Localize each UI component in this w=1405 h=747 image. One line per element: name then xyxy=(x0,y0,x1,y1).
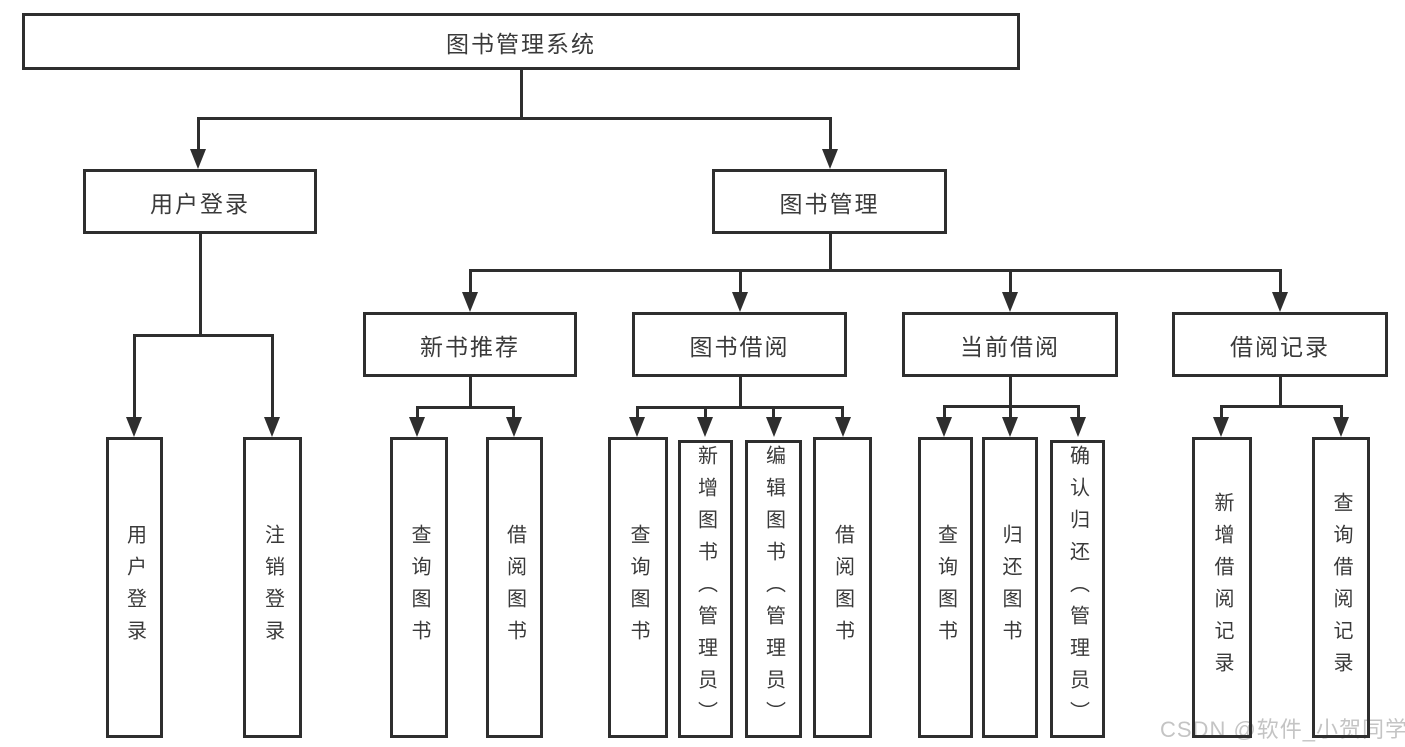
node-book-management: 图书管理 xyxy=(712,169,947,234)
connector-line xyxy=(739,377,742,408)
connector-line xyxy=(1220,405,1223,418)
arrow-down-icon xyxy=(936,417,952,437)
connector-line xyxy=(469,269,472,293)
connector-line xyxy=(636,406,639,418)
arrow-down-icon xyxy=(1002,292,1018,312)
connector-line xyxy=(133,334,274,337)
node-book-borrowing: 图书借阅 xyxy=(632,312,847,377)
arrow-down-icon xyxy=(732,292,748,312)
node-label: 归还图书 xyxy=(999,523,1021,652)
node-current-borrowing: 当前借阅 xyxy=(902,312,1118,377)
leaf-query-books-borrow: 查询图书 xyxy=(608,437,668,738)
connector-line xyxy=(636,406,844,409)
node-user-login-module: 用户登录 xyxy=(83,169,317,234)
leaf-edit-books-admin: 编辑图书（管理员） xyxy=(745,440,802,738)
connector-line xyxy=(416,406,419,418)
connector-line xyxy=(1077,405,1080,418)
arrow-down-icon xyxy=(1272,292,1288,312)
connector-line xyxy=(1279,377,1282,407)
arrow-down-icon xyxy=(264,417,280,437)
connector-line xyxy=(772,406,775,418)
node-label: 新增借阅记录 xyxy=(1211,491,1233,684)
node-label: 查询图书 xyxy=(408,523,430,652)
connector-line xyxy=(1009,405,1012,418)
connector-line xyxy=(416,406,515,409)
arrow-down-icon xyxy=(697,417,713,437)
node-borrowing-records: 借阅记录 xyxy=(1172,312,1388,377)
leaf-logout: 注销登录 xyxy=(243,437,302,738)
leaf-query-borrow-record: 查询借阅记录 xyxy=(1312,437,1370,738)
connector-line xyxy=(133,334,136,418)
node-label: 图书管理 xyxy=(779,190,880,217)
connector-line xyxy=(829,234,832,272)
arrow-down-icon xyxy=(1333,417,1349,437)
connector-line xyxy=(520,69,523,119)
connector-line xyxy=(1279,269,1282,293)
leaf-confirm-return-admin: 确认归还（管理员） xyxy=(1050,440,1105,738)
node-new-book-recommendation: 新书推荐 xyxy=(363,312,577,377)
arrow-down-icon xyxy=(822,149,838,169)
node-label: 查询借阅记录 xyxy=(1330,491,1352,684)
node-label: 确认归还（管理员） xyxy=(1066,445,1089,733)
arrow-down-icon xyxy=(1213,417,1229,437)
node-label: 用户登录 xyxy=(123,523,146,652)
node-label: 当前借阅 xyxy=(960,333,1060,360)
leaf-return-books: 归还图书 xyxy=(982,437,1038,738)
connector-line xyxy=(199,234,202,337)
arrow-down-icon xyxy=(1070,417,1086,437)
node-label: 编辑图书（管理员） xyxy=(762,445,785,733)
leaf-query-books-recommend: 查询图书 xyxy=(390,437,448,738)
connector-line xyxy=(469,269,1281,272)
connector-line xyxy=(739,269,742,293)
node-label: 借阅图书 xyxy=(831,523,854,652)
node-label: 查询图书 xyxy=(627,523,649,652)
leaf-user-login: 用户登录 xyxy=(106,437,163,738)
arrow-down-icon xyxy=(629,417,645,437)
leaf-add-books-admin: 新增图书（管理员） xyxy=(678,440,733,738)
arrow-down-icon xyxy=(462,292,478,312)
connector-line xyxy=(271,334,274,418)
arrow-down-icon xyxy=(766,417,782,437)
node-label: 用户登录 xyxy=(150,190,250,217)
node-label: 新增图书（管理员） xyxy=(694,445,717,733)
connector-line xyxy=(1220,405,1343,408)
connector-line xyxy=(512,406,515,418)
connector-line xyxy=(829,117,832,150)
node-label: 新书推荐 xyxy=(420,333,520,360)
arrow-down-icon xyxy=(835,417,851,437)
node-label: 借阅图书 xyxy=(503,523,526,652)
node-label: 查询图书 xyxy=(934,523,957,652)
connector-line xyxy=(197,117,200,150)
leaf-borrow-books-recommend: 借阅图书 xyxy=(486,437,543,738)
arrow-down-icon xyxy=(506,417,522,437)
csdn-watermark: CSDN @软件_小贺同学 xyxy=(1160,717,1405,742)
leaf-borrow-books: 借阅图书 xyxy=(813,437,872,738)
arrow-down-icon xyxy=(409,417,425,437)
leaf-add-borrow-record: 新增借阅记录 xyxy=(1192,437,1252,738)
node-label: 借阅记录 xyxy=(1230,333,1330,360)
node-label: 图书借阅 xyxy=(689,333,790,360)
arrow-down-icon xyxy=(1002,417,1018,437)
arrow-down-icon xyxy=(126,417,142,437)
node-library-management-system: 图书管理系统 xyxy=(22,13,1020,70)
connector-line xyxy=(1009,269,1012,293)
node-label: 图书管理系统 xyxy=(446,30,596,57)
connector-line xyxy=(1009,377,1012,407)
connector-line xyxy=(469,377,472,408)
arrow-down-icon xyxy=(190,149,206,169)
connector-line xyxy=(1340,405,1343,418)
connector-line xyxy=(943,405,946,418)
connector-line xyxy=(841,406,844,418)
leaf-query-books-current: 查询图书 xyxy=(918,437,973,738)
node-label: 注销登录 xyxy=(261,523,284,652)
connector-line xyxy=(197,117,832,120)
connector-line xyxy=(704,406,707,418)
